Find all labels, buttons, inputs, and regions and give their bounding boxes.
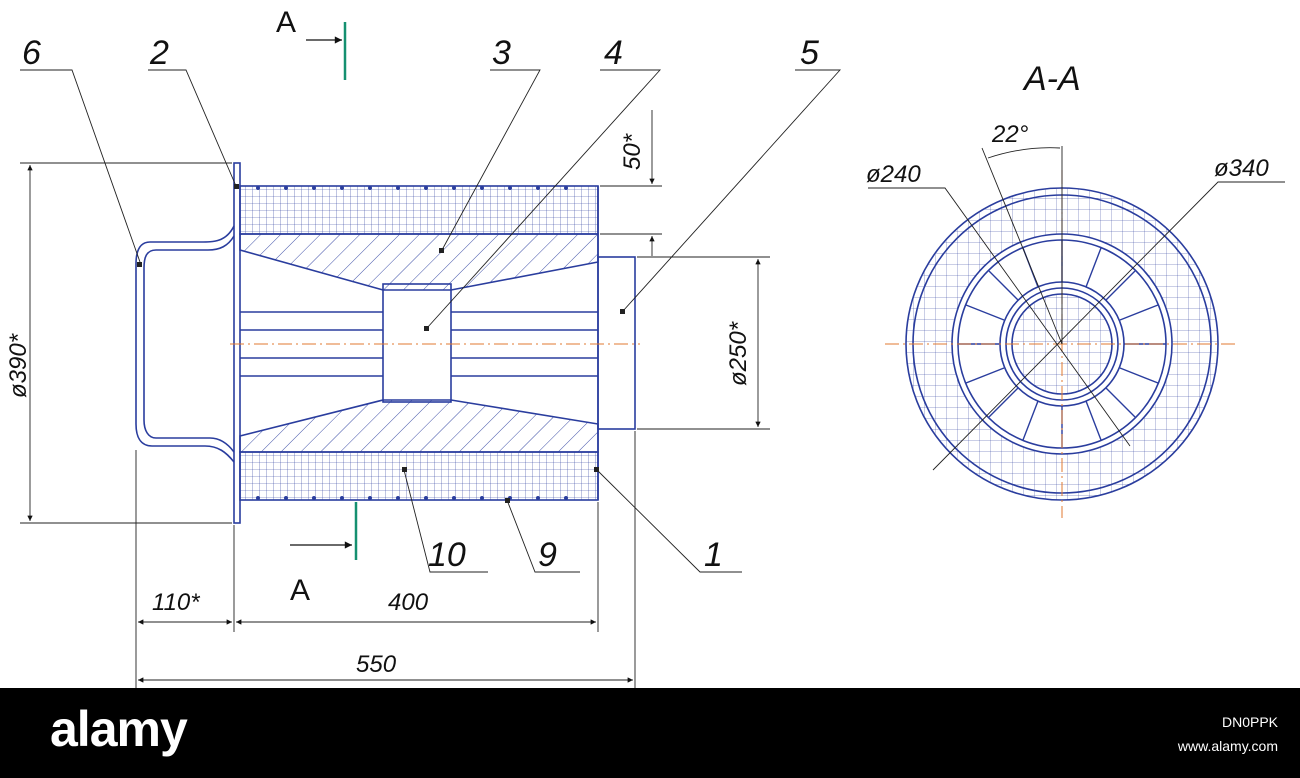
footer-banner: alamy DN0PPK www.alamy.com <box>0 688 1300 778</box>
site-url: www.alamy.com <box>1177 738 1278 754</box>
dim-length-total: 550 <box>356 651 397 678</box>
callout-4: 4 <box>604 34 623 72</box>
mesh-band-bottom <box>239 451 599 501</box>
dim-thickness: 50* <box>619 133 646 170</box>
flange-plate <box>233 162 241 524</box>
throat <box>382 283 452 403</box>
callout-6: 6 <box>22 34 41 72</box>
section-mark-bottom <box>290 502 358 560</box>
section-letter-top: A <box>276 6 296 39</box>
section-mark-top <box>306 22 347 80</box>
dim-length-body: 400 <box>388 589 429 616</box>
mesh-band-top <box>239 185 599 235</box>
dim-length-handle: 110* <box>152 589 200 616</box>
side-view <box>135 162 636 524</box>
rivets <box>256 186 568 500</box>
technical-drawing: 6 2 3 4 5 10 9 1 A A ø390* 50* ø250* 110… <box>5 6 1285 688</box>
section-title: A-A <box>1022 60 1081 98</box>
dim-dia-outlet: ø250* <box>725 321 752 386</box>
cone-wall-bottom <box>239 399 599 453</box>
callout-9: 9 <box>538 536 557 574</box>
dim-dia-section-outer: ø340 <box>1214 155 1269 182</box>
alamy-logo: alamy <box>50 701 188 757</box>
section-letter-bottom: A <box>290 574 310 607</box>
callout-2: 2 <box>149 34 169 72</box>
handle <box>135 225 235 463</box>
callout-1: 1 <box>704 536 723 574</box>
callout-5: 5 <box>800 34 819 72</box>
dim-dia-outer: ø390* <box>5 333 32 398</box>
dim-dia-inner: ø240 <box>866 161 921 188</box>
section-dim-lines <box>868 146 1285 471</box>
dimension-lines <box>20 110 770 688</box>
cone-wall-top <box>239 233 599 291</box>
leader-dots <box>137 184 625 503</box>
outlet-pipe <box>597 256 636 430</box>
leaders <box>20 69 842 573</box>
image-id: DN0PPK <box>1221 714 1278 730</box>
dim-angle: 22° <box>991 121 1029 148</box>
callout-3: 3 <box>492 34 511 72</box>
callout-10: 10 <box>428 536 466 574</box>
